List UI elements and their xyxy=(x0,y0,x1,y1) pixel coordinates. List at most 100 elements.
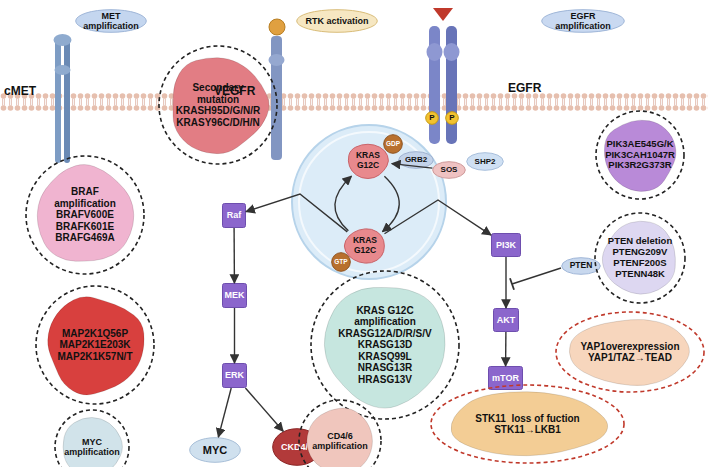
node-title: RTK activation xyxy=(305,16,368,26)
phospho-circle: P xyxy=(425,111,439,125)
node-text: KRASG12A/D/R/S/V xyxy=(338,328,431,340)
inner-blob xyxy=(324,287,445,408)
node-text-box: Raf xyxy=(222,203,246,228)
inner-blob xyxy=(37,165,134,262)
node-text: PIK3R2G373R xyxy=(608,160,671,171)
kras-cycle-ring xyxy=(299,132,439,272)
adaptor-oval: GRB2 xyxy=(398,151,434,169)
node-title: MAP2K1Q56P xyxy=(62,328,128,340)
node-title: SOS xyxy=(441,165,458,174)
node-text: KRASY96C/D/H/N xyxy=(176,117,259,129)
node-title: P xyxy=(449,113,454,122)
node-title: PTEN deletion xyxy=(608,236,672,247)
kras-blob: KRAS G12CGDP xyxy=(344,140,392,182)
node-text-box: MYC xyxy=(189,437,241,463)
node-text-box: BRAF amplificationBRAFV600EBRAFK601EBRAF… xyxy=(39,155,131,275)
node-ellipse xyxy=(433,162,466,179)
resistance-circle: KRAS G12C amplificationKRASG12A/D/R/S/VK… xyxy=(310,270,460,420)
node-title: STK11 loss of fuction xyxy=(475,413,579,425)
ligand xyxy=(269,19,285,35)
node-title: GTP xyxy=(334,258,347,265)
connector-arrow xyxy=(505,257,506,308)
node-text-box: GTP xyxy=(331,252,351,272)
resistance-circle: MAP2K1Q56PMAP2K1E203KMAP2K1K57N/T xyxy=(35,285,155,405)
node-text-box: STK11 loss of fuctionSTK11→LKB1 xyxy=(448,384,607,464)
receptor-lobe xyxy=(444,43,460,61)
amplification-ellipse: EGFR amplification xyxy=(541,9,625,33)
receptor-lobe xyxy=(269,54,285,66)
node-title: CD4/6 amplification xyxy=(306,431,374,452)
resistance-circle: BRAF amplificationBRAFV600EBRAFK601EBRAF… xyxy=(25,155,145,275)
inner-blob xyxy=(569,319,689,385)
amplification-ellipse: MET amplification xyxy=(75,9,147,33)
inner-blob xyxy=(604,120,676,191)
connector-arrow xyxy=(383,176,400,231)
receptor-lobe xyxy=(427,43,443,61)
vegfr-receptor xyxy=(269,19,286,160)
node-rect xyxy=(494,309,519,332)
node-text: BRAFV600E xyxy=(56,209,114,221)
node-title: Raf xyxy=(227,210,242,220)
node-text-box: PIK3AE545G/KPIK3CAH1047RPIK3R2G373R xyxy=(601,110,679,200)
node-title: SHP2 xyxy=(475,157,496,166)
node-title: GRB2 xyxy=(405,155,427,164)
node-text-box: AKT xyxy=(493,308,519,332)
resistance-oval: STK11 loss of fuctionSTK11→LKB1 xyxy=(430,384,625,464)
connector-arrow xyxy=(233,228,235,283)
node-ellipse xyxy=(562,258,601,275)
adaptor-oval: SOS xyxy=(432,161,466,179)
inhibition-line xyxy=(512,268,561,284)
node-text-box: Secondary mutationKRASH95D/G/N/RKRASY96C… xyxy=(172,45,264,165)
node-text-box: PTEN deletionPTENG209VPTENF200SPTENN48K xyxy=(602,212,678,304)
node-text-box: P xyxy=(425,111,439,125)
kras-cycle-circle xyxy=(292,125,446,279)
node-text-box: GRB2 xyxy=(398,151,434,169)
node-text-box: YAP1overexpressionYAP1/TAZ→TEAD xyxy=(569,311,691,393)
dashed-outline xyxy=(26,156,144,274)
node-title: YAP1overexpression xyxy=(580,341,679,353)
node-title: MET amplification xyxy=(79,11,143,32)
resistance-circle: MYC amplification xyxy=(54,409,130,467)
node-text: MAP2K1E203K xyxy=(59,339,130,351)
receptor-chain xyxy=(55,38,61,163)
inner-blob xyxy=(602,221,675,294)
receptor-label: cMET xyxy=(4,84,36,98)
node-text-box: GDP xyxy=(383,134,403,154)
dashed-outline xyxy=(159,46,277,164)
node-text-box: KRAS G12C xyxy=(345,225,385,267)
dashed-outline xyxy=(299,400,381,467)
node-text: MAP2K1K57N/T xyxy=(57,351,132,363)
node-text-box: SHP2 xyxy=(466,152,504,171)
resistance-circle: Secondary mutationKRASH95D/G/N/RKRASY96C… xyxy=(158,45,278,165)
node-text: NRASG13R xyxy=(358,362,412,374)
inner-blob xyxy=(48,297,144,395)
node-text: BRAFK601E xyxy=(56,221,114,233)
resistance-circle: PTEN deletionPTENG209VPTENF200SPTENN48K xyxy=(594,212,686,304)
dashed-outline xyxy=(36,286,154,404)
pathway-box: PI3K xyxy=(491,233,521,257)
node-text-box: MET amplification xyxy=(79,9,143,33)
receptor-lobe xyxy=(55,65,71,75)
dashed-outline xyxy=(431,385,624,463)
node-title: KRAS G12C amplification xyxy=(336,305,434,328)
node-text-box: EGFR amplification xyxy=(545,9,621,33)
connector-arrow xyxy=(392,164,433,169)
node-ellipse xyxy=(446,112,459,125)
node-text-box: P xyxy=(445,111,459,125)
node-title: mTOR xyxy=(492,373,519,383)
inner-blob xyxy=(451,392,608,456)
node-title: KRAS G12C xyxy=(348,151,388,171)
connector-arrow xyxy=(384,200,491,235)
node-title: PIK3AE545G/K xyxy=(606,139,673,150)
inner-blob xyxy=(173,58,269,154)
node-title: PTEN xyxy=(570,261,593,271)
egfr-receptor xyxy=(427,8,460,144)
node-ellipse xyxy=(76,10,147,33)
node-ellipse xyxy=(399,152,434,169)
kras-blob: KRAS G12CGTP xyxy=(341,225,389,267)
node-text-box: KRAS G12C amplificationKRASG12A/D/R/S/VK… xyxy=(336,270,434,420)
node-ellipse xyxy=(542,10,625,33)
node-title: MYC xyxy=(203,444,227,457)
node-text-box: MYC amplification xyxy=(62,409,122,467)
